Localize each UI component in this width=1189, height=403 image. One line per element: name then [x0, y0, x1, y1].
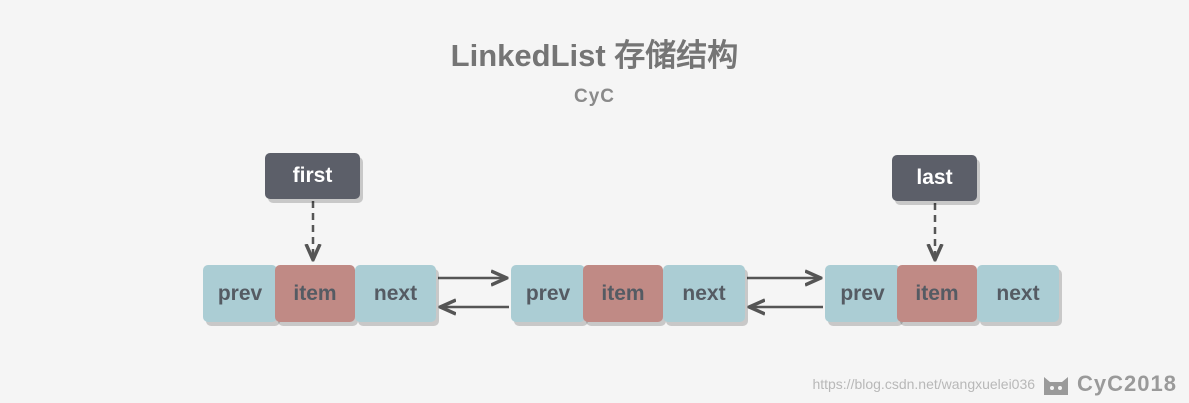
node-1-prev: prev	[203, 265, 277, 322]
watermark-brand: CyC2018	[1077, 371, 1177, 396]
watermark: https://blog.csdn.net/wangxuelei036 CyC2…	[812, 371, 1177, 397]
last-pointer: last	[892, 155, 977, 201]
node-1-next: next	[355, 265, 436, 322]
node-3-next: next	[977, 265, 1059, 322]
node-1-item: item	[275, 265, 355, 322]
diagram-title: LinkedList 存储结构	[450, 38, 739, 73]
node-3-prev: prev	[825, 265, 900, 322]
first-pointer: first	[265, 153, 360, 199]
node-2-item: item	[583, 265, 663, 322]
watermark-url: https://blog.csdn.net/wangxuelei036	[812, 376, 1036, 392]
cat-logo-icon	[1044, 377, 1069, 395]
node-3-item: item	[897, 265, 977, 322]
diagram-subtitle: CyC	[573, 86, 615, 107]
node-2-prev: prev	[511, 265, 585, 322]
node-2-next: next	[663, 265, 745, 322]
